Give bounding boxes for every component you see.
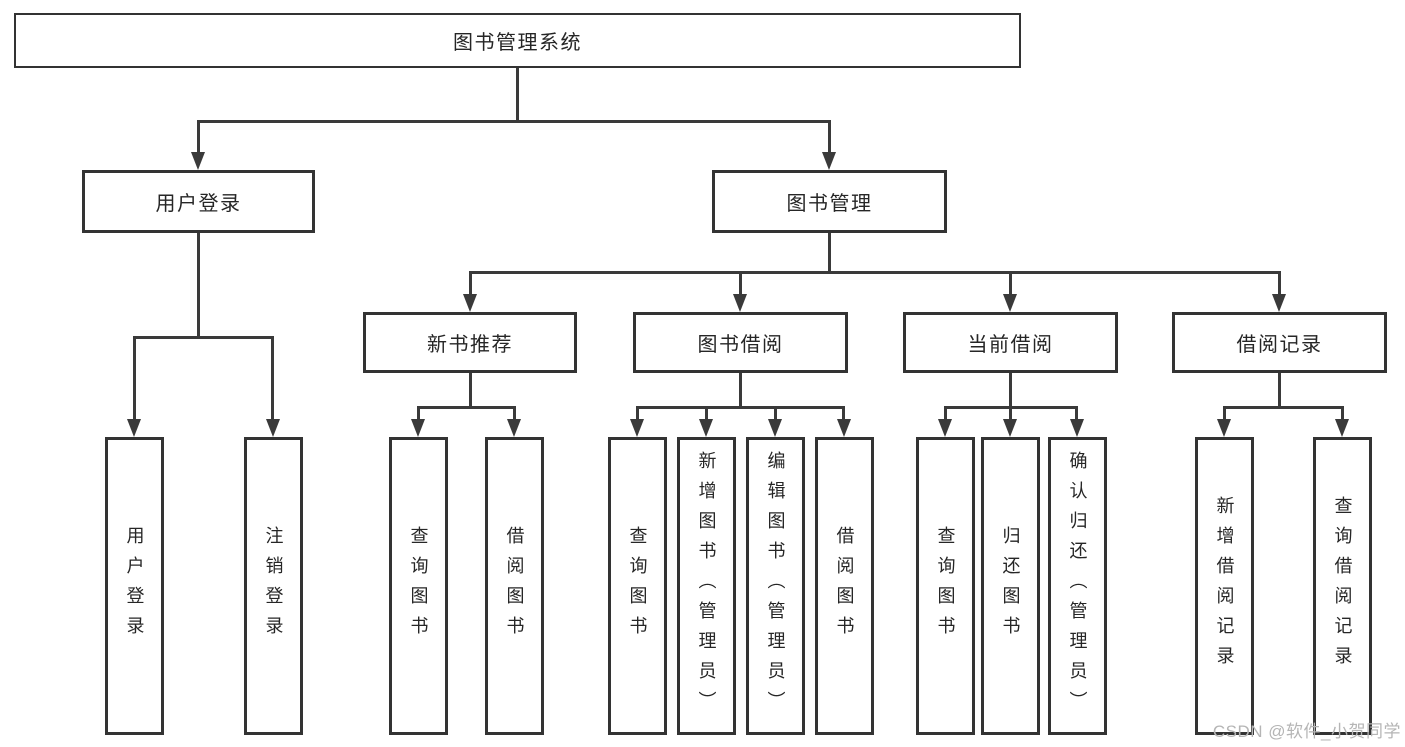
node-leaf-return-books: 归还图书 [981,437,1040,735]
connector-line [197,120,831,123]
connector-line [417,406,516,409]
arrow-down-icon [837,419,851,437]
arrow-down-icon [1217,419,1231,437]
connector-line [469,271,1281,274]
connector-line [828,233,831,274]
arrow-down-icon [191,152,205,170]
arrow-down-icon [822,152,836,170]
node-label: 用户登录 [155,193,242,215]
csdn-watermark: CSDN @软件_小贺同学 [1212,722,1401,741]
node-label: 编辑图书（管理员） [765,451,786,721]
connector-line [1278,373,1281,409]
node-label: 借阅图书 [834,526,855,646]
connector-line [1075,406,1078,422]
connector-line [739,373,742,409]
node-label: 归还图书 [1000,526,1021,646]
node-label: 用户登录 [124,526,145,646]
node-leaf-borrow-books: 借阅图书 [815,437,874,735]
node-label: 借阅记录 [1236,334,1323,356]
node-library-management-system: 图书管理系统 [14,13,1021,68]
connector-line [1223,406,1226,422]
connector-line [469,373,472,409]
node-label: 新增借阅记录 [1214,496,1235,676]
connector-line [828,120,831,154]
connector-line [1341,406,1344,422]
connector-line [271,336,274,421]
node-book-management: 图书管理 [712,170,947,233]
node-borrowing-records: 借阅记录 [1172,312,1387,373]
connector-line [636,406,845,409]
connector-line [1009,373,1012,409]
arrow-down-icon [938,419,952,437]
connector-line [705,406,708,422]
node-current-borrowing: 当前借阅 [903,312,1118,373]
connector-line [133,336,274,339]
node-label: 查询借阅记录 [1332,496,1353,676]
node-label: 新书推荐 [427,334,513,356]
arrow-down-icon [1070,419,1084,437]
connector-line [417,406,420,422]
node-new-book-recommend: 新书推荐 [363,312,577,373]
node-label: 图书管理系统 [453,32,582,54]
node-leaf-query-books-recommend: 查询图书 [389,437,448,735]
arrow-down-icon [266,419,280,437]
node-label: 图书管理 [786,193,873,215]
node-user-login: 用户登录 [82,170,315,233]
arrow-down-icon [1272,294,1286,312]
node-leaf-user-login: 用户登录 [105,437,164,735]
connector-line [842,406,845,422]
connector-line [1278,271,1281,298]
connector-line [133,336,136,421]
arrow-down-icon [127,419,141,437]
node-label: 借阅图书 [504,526,525,646]
node-leaf-add-borrow-record: 新增借阅记录 [1195,437,1254,735]
arrow-down-icon [463,294,477,312]
node-label: 查询图书 [627,526,648,646]
node-label: 新增图书（管理员） [696,451,717,721]
connector-line [944,406,947,422]
node-label: 确认归还（管理员） [1067,451,1088,721]
connector-line [1009,406,1012,422]
connector-line [516,68,519,123]
node-leaf-edit-book-admin: 编辑图书（管理员） [746,437,805,735]
node-leaf-add-book-admin: 新增图书（管理员） [677,437,736,735]
connector-line [636,406,639,422]
connector-line [1009,271,1012,298]
node-leaf-logout: 注销登录 [244,437,303,735]
arrow-down-icon [733,294,747,312]
node-label: 查询图书 [408,526,429,646]
arrow-down-icon [699,419,713,437]
arrow-down-icon [768,419,782,437]
node-leaf-query-books-borrow: 查询图书 [608,437,667,735]
connector-line [1223,406,1343,409]
arrow-down-icon [411,419,425,437]
connector-line [197,233,200,339]
connector-line [739,271,742,298]
connector-line [197,120,200,154]
arrow-down-icon [1335,419,1349,437]
connector-line [513,406,516,422]
arrow-down-icon [1003,419,1017,437]
node-book-borrowing: 图书借阅 [633,312,848,373]
node-label: 当前借阅 [967,334,1054,356]
node-label: 图书借阅 [697,334,784,356]
arrow-down-icon [1003,294,1017,312]
arrow-down-icon [630,419,644,437]
node-leaf-confirm-return-admin: 确认归还（管理员） [1048,437,1107,735]
arrow-down-icon [507,419,521,437]
node-leaf-query-borrow-record: 查询借阅记录 [1313,437,1372,735]
node-label: 注销登录 [263,526,284,646]
node-leaf-query-books-current: 查询图书 [916,437,975,735]
connector-line [774,406,777,422]
connector-line [469,271,472,298]
node-leaf-borrow-books-recommend: 借阅图书 [485,437,544,735]
node-label: 查询图书 [935,526,956,646]
